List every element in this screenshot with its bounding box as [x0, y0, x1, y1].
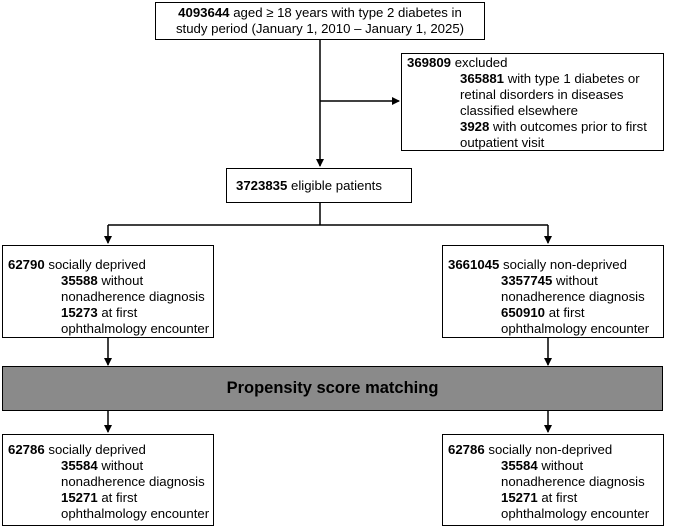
- non-deprived-post-match-box: 62786 socially non-deprived 35584 withou…: [442, 434, 664, 526]
- excluded-count: 369809: [407, 55, 452, 70]
- propensity-score-matching-band: Propensity score matching: [2, 366, 663, 411]
- non-deprived-pre-match-box: 3661045 socially non-deprived 3357745 wi…: [442, 245, 664, 338]
- study-population-count: 4093644: [178, 5, 230, 20]
- deprived-pre-match-box: 62790 socially deprived 35588 without no…: [2, 245, 214, 338]
- eligible-patients-box: 3723835 eligible patients: [226, 168, 412, 203]
- excluded-box: 369809 excluded 365881 with type 1 diabe…: [401, 53, 664, 151]
- psm-label: Propensity score matching: [226, 379, 439, 397]
- study-population-box: 4093644 aged ≥ 18 years with type 2 diab…: [155, 2, 485, 40]
- eligible-count: 3723835: [236, 178, 288, 193]
- deprived-post-match-box: 62786 socially deprived 35584 without no…: [2, 434, 214, 526]
